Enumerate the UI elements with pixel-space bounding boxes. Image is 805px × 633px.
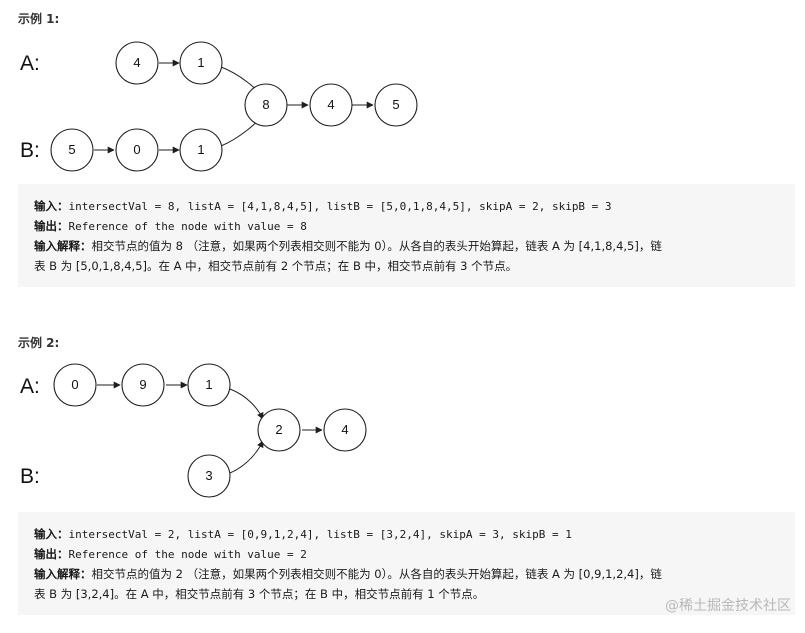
list-node: 1 bbox=[179, 41, 223, 85]
list-b-label: B: bbox=[20, 465, 40, 488]
svg-text:0: 0 bbox=[133, 142, 140, 157]
svg-text:8: 8 bbox=[262, 97, 269, 112]
svg-text:0: 0 bbox=[71, 377, 78, 392]
svg-text:1: 1 bbox=[205, 377, 212, 392]
list-node: 8 bbox=[244, 83, 288, 127]
svg-text:9: 9 bbox=[139, 377, 146, 392]
svg-text:4: 4 bbox=[341, 422, 348, 437]
list-a-label: A: bbox=[20, 52, 40, 75]
list-a-label: A: bbox=[20, 375, 40, 398]
input-line: 输入：intersectVal = 8, listA = [4,1,8,4,5]… bbox=[34, 199, 612, 213]
explain-line: 输入解释：相交节点的值为 2 （注意，如果两个列表相交则不能为 0）。从各自的表… bbox=[34, 567, 662, 581]
list-node: 0 bbox=[115, 128, 159, 172]
example-1-title: 示例 1: bbox=[18, 12, 60, 26]
example-2-title: 示例 2: bbox=[18, 336, 60, 350]
list-node: 4 bbox=[115, 41, 159, 85]
output-line: 输出：Reference of the node with value = 8 bbox=[34, 219, 307, 233]
list-node: 4 bbox=[309, 83, 353, 127]
list-node: 3 bbox=[187, 454, 231, 498]
input-line: 输入：intersectVal = 2, listA = [0,9,1,2,4]… bbox=[34, 527, 572, 541]
svg-text:5: 5 bbox=[68, 142, 75, 157]
explain-line-2: 表 B 为 [3,2,4]。在 A 中，相交节点前有 3 个节点；在 B 中，相… bbox=[34, 587, 485, 601]
list-node: 5 bbox=[50, 128, 94, 172]
example-2-explanation: 输入：intersectVal = 2, listA = [0,9,1,2,4]… bbox=[18, 512, 795, 615]
list-b-label: B: bbox=[20, 139, 40, 162]
svg-text:3: 3 bbox=[205, 468, 212, 483]
list-node: 9 bbox=[121, 363, 165, 407]
list-node: 4 bbox=[323, 408, 367, 452]
list-node: 1 bbox=[187, 363, 231, 407]
example-2-diagram: A: B: 0 9 1 2 4 3 bbox=[0, 355, 805, 505]
example-1-explanation: 输入：intersectVal = 8, listA = [4,1,8,4,5]… bbox=[18, 184, 795, 287]
explain-line: 输入解释：相交节点的值为 8 （注意，如果两个列表相交则不能为 0）。从各自的表… bbox=[34, 239, 662, 253]
edge bbox=[229, 440, 264, 474]
svg-text:1: 1 bbox=[197, 142, 204, 157]
output-line: 输出：Reference of the node with value = 2 bbox=[34, 547, 307, 561]
svg-text:4: 4 bbox=[133, 55, 140, 70]
watermark: @稀土掘金技术社区 bbox=[665, 598, 791, 614]
svg-text:5: 5 bbox=[392, 97, 399, 112]
edge bbox=[229, 388, 264, 420]
list-node: 5 bbox=[374, 83, 418, 127]
list-node: 0 bbox=[53, 363, 97, 407]
svg-text:4: 4 bbox=[327, 97, 334, 112]
explain-line-2: 表 B 为 [5,0,1,8,4,5]。在 A 中，相交节点前有 2 个节点；在… bbox=[34, 259, 518, 273]
list-node: 1 bbox=[179, 128, 223, 172]
example-1-diagram: A: B: 4 1 8 4 5 5 bbox=[0, 30, 805, 180]
svg-text:1: 1 bbox=[197, 55, 204, 70]
list-node: 2 bbox=[257, 408, 301, 452]
svg-text:2: 2 bbox=[275, 422, 282, 437]
